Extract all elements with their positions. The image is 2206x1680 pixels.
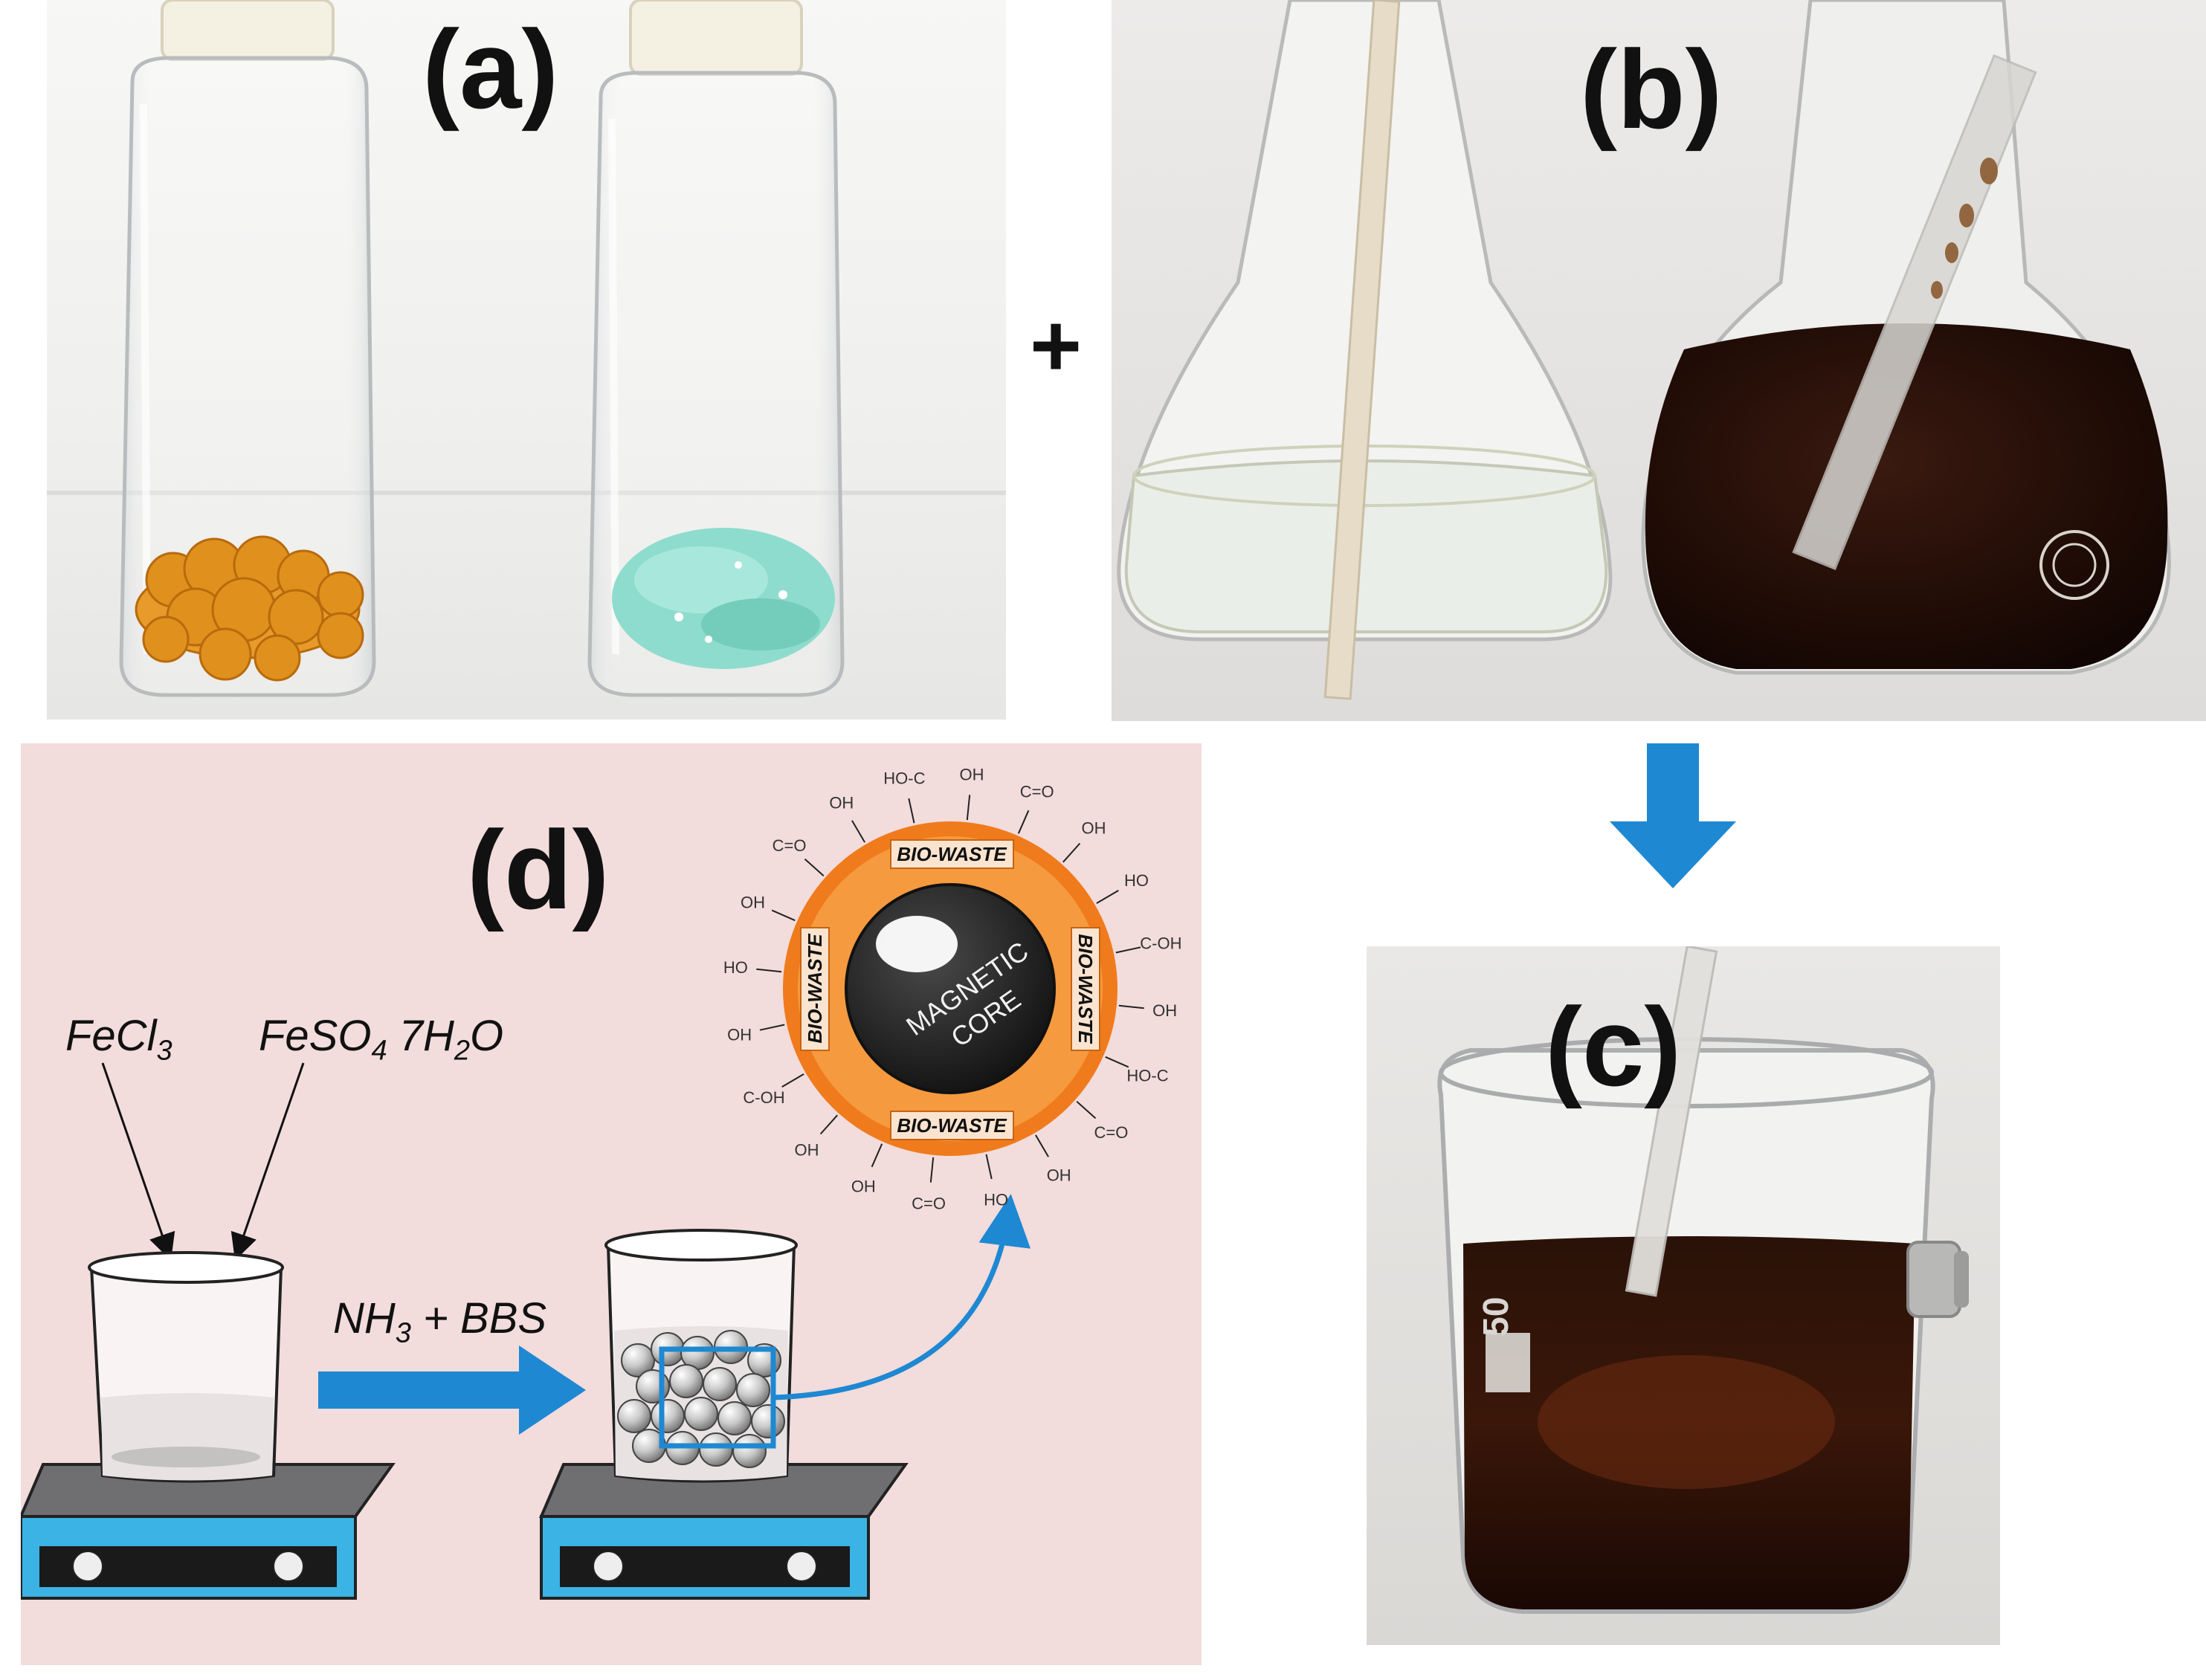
- functional-group-bond: [966, 795, 971, 821]
- orange-crystals: [135, 535, 364, 682]
- functional-group-bond: [1118, 1004, 1144, 1009]
- stirrer-right: [538, 1463, 909, 1600]
- panel-c-photo: 50: [1367, 946, 2000, 1645]
- functional-group-label: OH: [960, 765, 984, 784]
- glass-rod-left: [1323, 0, 1401, 700]
- functional-group-label: OH: [795, 1140, 819, 1159]
- functional-group-label: OH: [851, 1177, 876, 1196]
- functional-group-label: OH: [1047, 1166, 1071, 1185]
- functional-group-label: C=O: [773, 836, 807, 855]
- panel-d: (d) FeCl3 FeSO4 7H2O NH3 + BBS: [21, 743, 1202, 1665]
- functional-group-label: C=O: [1094, 1123, 1128, 1142]
- functional-group-bond: [1017, 810, 1030, 834]
- functional-group-label: C=O: [912, 1195, 946, 1213]
- pointer-arrow-feso4: [230, 1062, 305, 1261]
- pipette: [1792, 54, 2037, 570]
- beaker-scale-patch: [1486, 1333, 1530, 1392]
- functional-group-label: HO-C: [1126, 1067, 1168, 1085]
- panel-a: (a): [47, 0, 1006, 720]
- panel-b-label: (b): [1580, 27, 1723, 152]
- panel-b: (b): [1112, 0, 2206, 721]
- functional-group-bond: [819, 1114, 838, 1135]
- process-label: NH3 + BBS: [333, 1294, 547, 1349]
- magnetic-particle: MAGNETIC CORE BIO-WASTE BIO-WASTE BIO-WA…: [723, 765, 1182, 1212]
- flask-clear: [1117, 0, 1613, 700]
- vial-left: [119, 0, 376, 697]
- reagent-fecl3: FeCl3: [65, 1012, 172, 1067]
- shell-label-bottom: BIO-WASTE: [897, 1114, 1007, 1137]
- plus-sign: +: [1030, 296, 1083, 395]
- beaker-left: [88, 1251, 284, 1483]
- functional-group-bond: [851, 820, 865, 843]
- stirrer-left: [21, 1463, 396, 1600]
- functional-group-label: OH: [829, 794, 854, 812]
- panel-c-label: (c): [1545, 984, 1682, 1109]
- pointer-arrow-fecl3: [101, 1062, 175, 1261]
- functional-group-label: C-OH: [1140, 934, 1181, 952]
- reagent-feso4: FeSO4 7H2O: [259, 1012, 504, 1067]
- functional-group-bond: [771, 909, 796, 922]
- nanoparticle-spheres: [617, 1330, 785, 1468]
- functional-group-bond: [1035, 1134, 1049, 1157]
- magnet: [1906, 1241, 1969, 1318]
- glass-rod: [1625, 946, 1718, 1297]
- functional-group-label: OH: [1082, 819, 1106, 838]
- functional-group-bond: [908, 798, 915, 824]
- flask-dark: [1641, 0, 2171, 675]
- functional-group-label: HO-C: [883, 769, 925, 788]
- green-crystals: [612, 528, 835, 669]
- schematic-drawing: MAGNETIC CORE BIO-WASTE BIO-WASTE BIO-WA…: [21, 765, 1182, 1600]
- functional-group-bond: [985, 1154, 993, 1180]
- panel-b-photo: [1112, 0, 2206, 721]
- functional-group-bond: [781, 1073, 804, 1088]
- panel-d-label: (d): [467, 807, 610, 932]
- functional-group-bond: [1096, 890, 1119, 904]
- functional-group-bond: [804, 858, 825, 876]
- functional-group-bond: [1115, 946, 1141, 954]
- shell-label-left: BIO-WASTE: [804, 934, 826, 1044]
- functional-group-label: HO: [984, 1190, 1008, 1209]
- functional-group-label: OH: [741, 893, 765, 911]
- panel-c: 50 (c): [1367, 946, 2000, 1645]
- arrow-down-icon: [1610, 743, 1736, 888]
- arrow-right-icon: [318, 1345, 586, 1435]
- functional-group-label: OH: [727, 1026, 752, 1044]
- shell-label-right: BIO-WASTE: [1074, 934, 1097, 1044]
- functional-group-label: HO: [723, 958, 748, 977]
- shell-label-top: BIO-WASTE: [897, 843, 1007, 865]
- functional-group-label: C=O: [1020, 783, 1054, 801]
- functional-group-bond: [756, 968, 782, 973]
- flask-logo: [2039, 530, 2109, 600]
- functional-groups: OH C=O OH HO C-OH OH HO-C C=O OH HO C=O OH OH C-OH OH H…: [723, 765, 1182, 1212]
- functional-group-bond: [1105, 1056, 1129, 1068]
- functional-group-bond: [759, 1024, 785, 1031]
- beaker-right: [604, 1229, 798, 1483]
- panel-a-photo: [47, 0, 1006, 720]
- functional-group-bond: [1062, 842, 1081, 863]
- zoom-arrow-icon: [773, 1194, 1031, 1400]
- functional-group-label: OH: [1152, 1001, 1177, 1020]
- functional-group-bond: [929, 1157, 935, 1183]
- functional-group-bond: [1076, 1101, 1097, 1120]
- functional-group-label: C-OH: [743, 1088, 784, 1107]
- vial-right: [587, 0, 845, 697]
- functional-group-bond: [871, 1143, 883, 1168]
- beaker-marking: 50: [1477, 1297, 1516, 1337]
- functional-group-label: HO: [1124, 871, 1149, 890]
- panel-a-label: (a): [422, 7, 559, 132]
